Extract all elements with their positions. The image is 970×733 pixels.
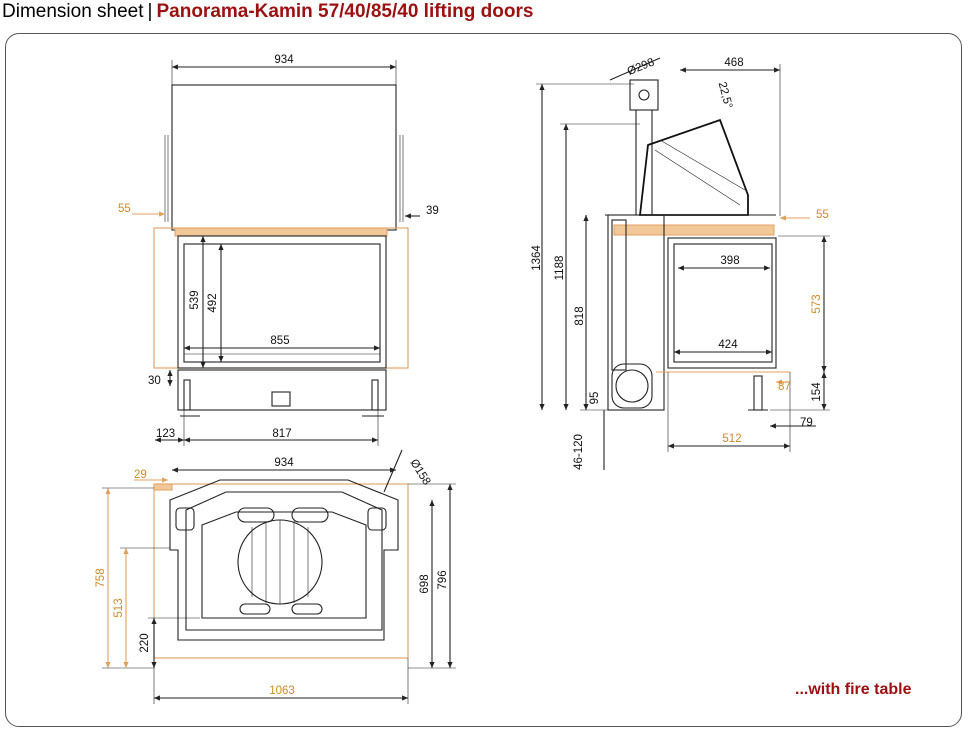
dim-side-total-height: 1364: [531, 245, 543, 271]
dim-side-foot-79: 79: [800, 417, 813, 429]
dim-front-foot-span: 817: [272, 428, 291, 440]
dim-front-height-inner: 492: [207, 293, 219, 312]
product-title: Panorama-Kamin 57/40/85/40 lifting doors: [156, 1, 534, 22]
drawing-frame: [5, 33, 962, 727]
dim-top-depth-220: 220: [139, 633, 151, 652]
dim-side-offset-87: 87: [778, 381, 791, 393]
front-view: [153, 84, 409, 417]
dim-side-table-overhang: 55: [816, 209, 829, 221]
dim-side-offset-95: 95: [589, 392, 601, 405]
dim-side-angle: 22,5°: [716, 81, 735, 110]
fire-table-note: ...with fire table: [795, 681, 912, 698]
dim-side-depth-512: 512: [722, 433, 741, 445]
dim-side-flue-diameter: Ø298: [626, 56, 657, 78]
dim-front-left-offset: 55: [118, 203, 131, 215]
dim-side-offset-154: 154: [811, 382, 823, 402]
dim-side-flue-height: 1188: [554, 256, 566, 281]
side-dimension-labels: Ø298 468 22,5° 1364 1188 818 55 398 424 …: [531, 56, 829, 470]
top-dimension-labels: 29 934 Ø158 758 513 220 698 796 1063: [95, 457, 449, 697]
dim-side-opening-bottom: 424: [718, 339, 738, 351]
dim-front-width: 934: [274, 54, 294, 66]
dim-front-foot-offset: 123: [156, 428, 175, 440]
dim-top-offset-29: 29: [134, 469, 147, 481]
top-view: [153, 479, 409, 659]
header-prefix: Dimension sheet: [2, 1, 144, 22]
dim-side-opening-top: 398: [720, 255, 739, 267]
dim-front-right-offset: 39: [426, 205, 439, 217]
dim-top-depth-698: 698: [419, 574, 431, 593]
dim-top-width-1063: 1063: [269, 685, 295, 697]
top-dimension-lines: [102, 449, 456, 704]
sheet-header: Dimension sheet|Panorama-Kamin 57/40/85/…: [2, 0, 533, 26]
front-dimension-lines: [132, 60, 420, 446]
dim-front-inner-width: 855: [270, 335, 289, 347]
dim-side-flue-offset: 468: [724, 57, 743, 69]
dim-side-table-height: 818: [574, 306, 586, 325]
dim-side-opening-height: 573: [811, 294, 823, 313]
dim-front-height-outer: 539: [189, 290, 201, 309]
dim-top-depth-796: 796: [437, 570, 449, 589]
dim-top-width: 934: [274, 457, 294, 469]
front-dimension-labels: 934 55 39 539 492 855 30 123 817: [118, 54, 439, 440]
dim-top-depth-513: 513: [113, 598, 125, 617]
dim-top-outlet-diameter: Ø158: [407, 457, 432, 487]
dim-top-depth-758: 758: [95, 568, 107, 587]
side-view: [605, 79, 790, 411]
dim-front-base-height: 30: [148, 375, 161, 387]
dim-side-adjust: 46-120: [573, 434, 585, 470]
side-dimension-lines: [536, 57, 830, 470]
header-separator: |: [147, 1, 153, 22]
